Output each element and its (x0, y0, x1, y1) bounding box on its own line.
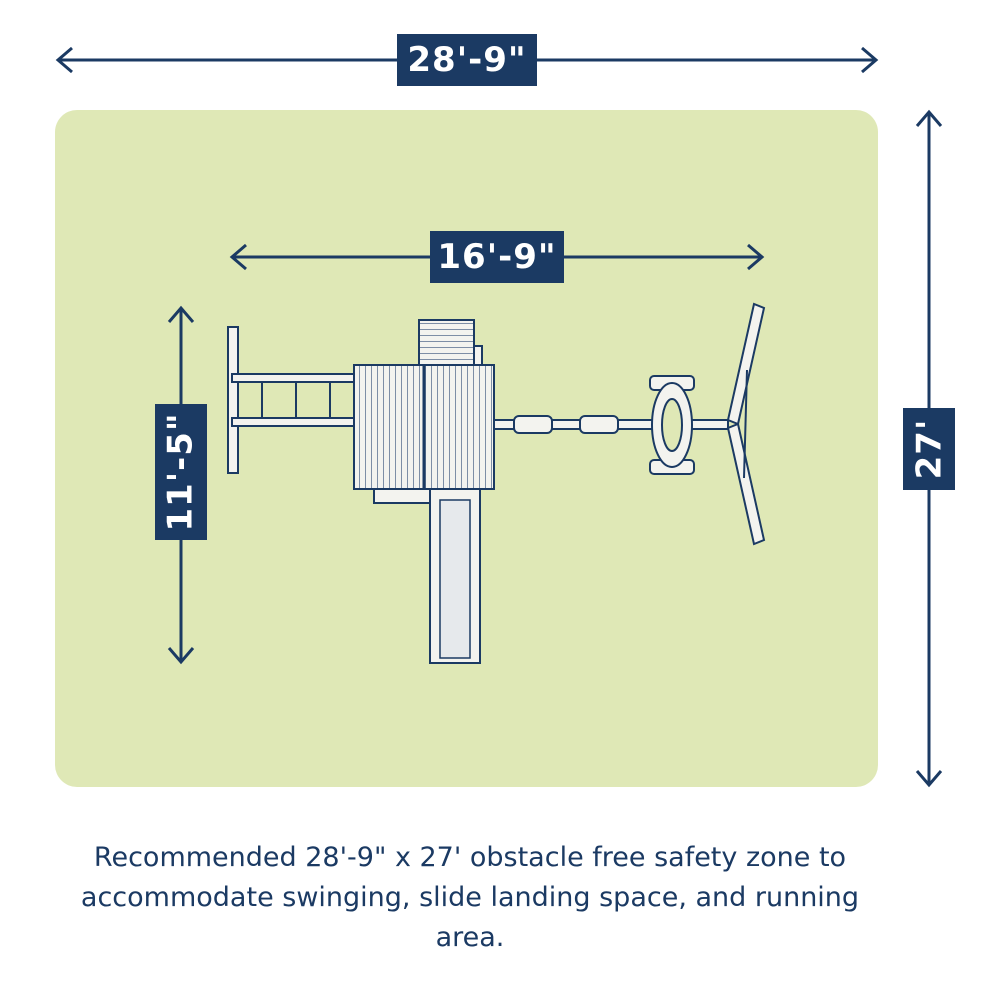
glider-swing (649, 375, 695, 475)
play-width-label: 16'-9" (430, 231, 564, 283)
play-depth-text: 11'-5" (161, 412, 201, 532)
safety-zone-caption: Recommended 28'-9" x 27' obstacle free s… (80, 842, 860, 953)
swing-seat (513, 415, 553, 434)
swing-seat (579, 415, 619, 434)
monkey-bar-end-post (227, 326, 239, 474)
fort-window-panel (418, 319, 475, 367)
play-depth-label: 11'-5" (155, 404, 207, 540)
overall-depth-text: 27' (909, 418, 950, 480)
slide (429, 488, 481, 664)
overall-width-label: 28'-9" (397, 34, 537, 86)
play-structure (227, 302, 766, 664)
a-frame-legs (726, 302, 766, 546)
monkey-bars (231, 373, 357, 427)
overall-depth-label: 27' (903, 408, 955, 490)
